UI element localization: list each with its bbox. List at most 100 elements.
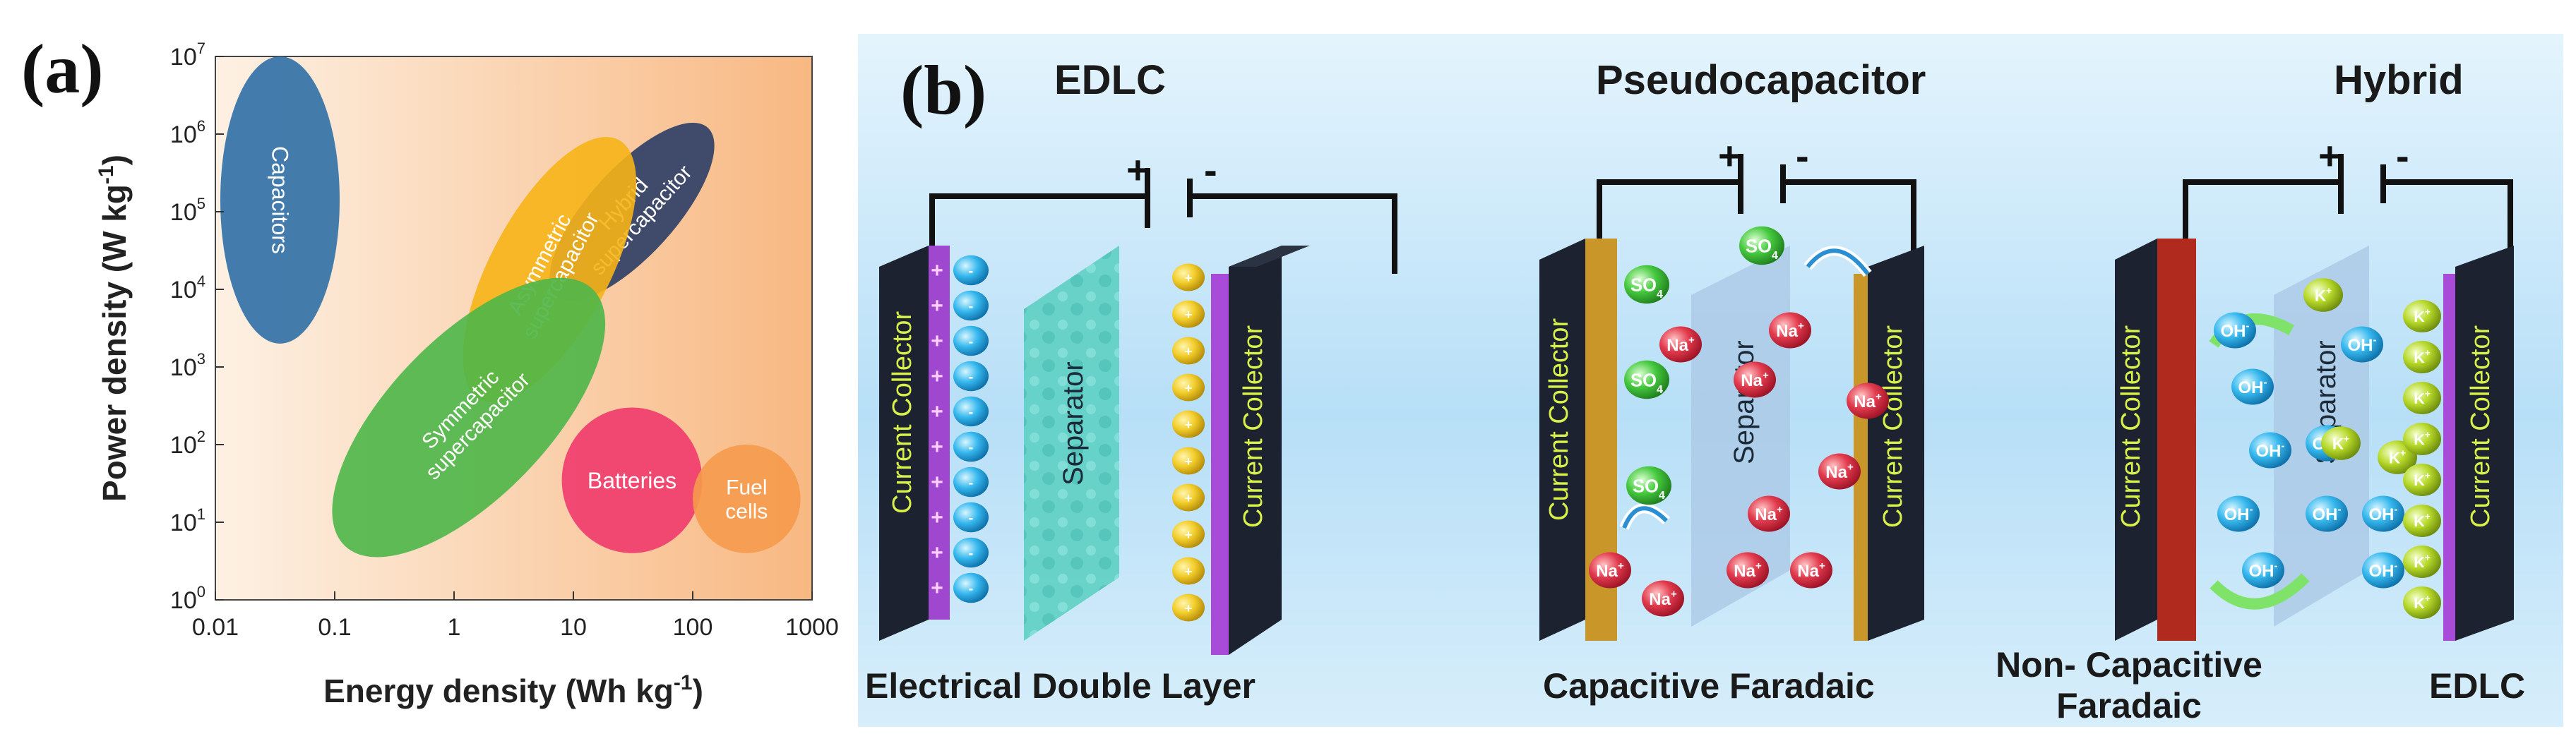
negative-ion: - <box>953 466 989 498</box>
y-tick-label: 104 <box>170 272 205 303</box>
negative-ion: - <box>953 361 989 392</box>
svg-text:SO4: SO4 <box>1633 477 1665 502</box>
pseudo-right-collector-label: Current Collector <box>1878 325 1908 528</box>
x-tick-label: 1000 <box>785 614 839 641</box>
potassium-ion: K+ <box>2403 546 2441 578</box>
svg-text:OH-: OH- <box>2369 504 2398 525</box>
electrode-plus-charge: + <box>931 259 943 282</box>
y-tick-label: 107 <box>170 40 205 71</box>
hydroxide-ion: OH- <box>2306 495 2348 532</box>
svg-text:OH-: OH- <box>2249 560 2278 582</box>
potassium-ion: K+ <box>2403 300 2441 332</box>
edlc-title: EDLC <box>1054 57 1166 103</box>
panel-a-letter: (a) <box>21 30 104 108</box>
svg-text:+: + <box>1185 344 1193 359</box>
svg-text:Na+: Na+ <box>1596 560 1624 582</box>
negative-ion: - <box>953 502 989 533</box>
x-tick-label: 0.1 <box>318 614 351 641</box>
region-label: Batteries <box>588 468 676 493</box>
svg-text:SO4: SO4 <box>1630 371 1663 397</box>
svg-text:K+: K+ <box>2414 307 2431 325</box>
region-3: Symmetricsupercapacitor <box>332 277 606 558</box>
pseudocapacitor-cell: + - Current Collector Separator Current … <box>1539 133 1924 641</box>
sulfate-ion: SO4 <box>1624 265 1669 304</box>
y-tick-label: 105 <box>170 195 205 226</box>
y-tick-label: 102 <box>170 428 205 459</box>
svg-text:K+: K+ <box>2414 430 2431 448</box>
potassium-ion: K+ <box>2403 382 2441 414</box>
svg-text:K+: K+ <box>2414 594 2431 612</box>
svg-text:SO4: SO4 <box>1630 276 1663 301</box>
negative-ion: - <box>953 572 989 603</box>
x-tick-label: 1 <box>448 614 461 641</box>
svg-text:+: + <box>1185 490 1193 505</box>
pseudo-right-collector <box>1868 246 1924 641</box>
sulfate-ion: SO4 <box>1739 226 1784 265</box>
svg-text:+: + <box>1185 417 1193 432</box>
positive-ion: + <box>1172 594 1205 622</box>
sodium-ion: Na+ <box>1748 495 1790 532</box>
hybrid-right-collector <box>2455 246 2514 641</box>
edlc-left-electrode <box>929 246 950 620</box>
x-tick-label: 100 <box>673 614 713 641</box>
edlc-caption: Electrical Double Layer <box>865 666 1256 706</box>
svg-text:Na+: Na+ <box>1666 335 1695 356</box>
panel-a: (a) CapacitorsHybridsupercapacitorAsymme… <box>0 0 847 749</box>
hybrid-caption-faradaic: Non- Capacitive Faradaic <box>1981 644 2277 726</box>
svg-text:OH-: OH- <box>2221 320 2250 342</box>
sodium-ion: Na+ <box>1734 361 1776 398</box>
potassium-ion: K+ <box>2403 464 2441 496</box>
svg-text:OH-: OH- <box>2238 377 2267 398</box>
edlc-cell: + - Current Collector -+-+-+-+-+-+-+-+-+… <box>879 147 1397 655</box>
electrode-plus-charge: + <box>931 506 943 529</box>
edlc-plus-sign: + <box>1126 147 1150 192</box>
sodium-ion: Na+ <box>1642 580 1684 617</box>
svg-text:K+: K+ <box>2332 433 2349 453</box>
region-ellipse <box>693 445 801 553</box>
svg-text:+: + <box>1185 380 1193 395</box>
energy-power-chart: CapacitorsHybridsupercapacitorAsymmetric… <box>95 40 839 709</box>
positive-ion: + <box>1172 557 1205 585</box>
svg-text:-: - <box>969 370 974 385</box>
sodium-ion: Na+ <box>1589 552 1631 589</box>
edlc-positive-ions: ++++++++++ <box>1172 263 1205 622</box>
svg-text:-: - <box>969 582 974 597</box>
negative-ion: - <box>953 290 989 321</box>
positive-ion: + <box>1172 300 1205 328</box>
y-tick-label: 100 <box>170 583 205 614</box>
hydroxide-ion: OH- <box>2231 368 2274 405</box>
sodium-ion: Na+ <box>1847 382 1889 419</box>
region-label: Capacitors <box>267 146 292 254</box>
region-4: Batteries <box>561 407 703 553</box>
hybrid-right-collector-label: Current Collector <box>2466 325 2496 528</box>
electrode-plus-charge: + <box>931 400 943 423</box>
pseudo-left-collector-label: Current Collector <box>1544 318 1574 521</box>
svg-text:OH-: OH- <box>2224 504 2253 525</box>
hybrid-caption-edlc: EDLC <box>2429 666 2526 706</box>
pseudocapacitor-title: Pseudocapacitor <box>1596 57 1926 103</box>
region-ellipse <box>332 277 606 558</box>
hydroxide-ion: OH- <box>2362 495 2404 532</box>
hydroxide-ion: OH- <box>2362 552 2404 589</box>
sodium-ion: Na+ <box>1769 312 1811 349</box>
hybrid-left-collector-label: Current Collector <box>2116 325 2146 528</box>
pseudo-minus-sign: - <box>1796 133 1809 178</box>
edlc-right-collector-label: Current Collector <box>1239 325 1268 528</box>
positive-ion: + <box>1172 410 1205 438</box>
svg-text:Na+: Na+ <box>1734 560 1762 582</box>
pseudo-left-collector <box>1539 239 1585 641</box>
hydroxide-ion: OH- <box>2341 326 2383 363</box>
panel-b: + - Current Collector -+-+-+-+-+-+-+-+-+… <box>858 34 2563 727</box>
supercapacitor-schematic: + - Current Collector -+-+-+-+-+-+-+-+-+… <box>858 34 2563 727</box>
electrode-plus-charge: + <box>931 294 943 318</box>
svg-text:K+: K+ <box>2414 471 2431 489</box>
svg-text:-: - <box>969 546 974 562</box>
potassium-ion: K+ <box>2403 423 2441 455</box>
negative-ion: - <box>953 396 989 427</box>
pseudo-wire <box>1597 179 1916 267</box>
electrode-plus-charge: + <box>931 541 943 565</box>
svg-text:Na+: Na+ <box>1854 391 1882 412</box>
positive-ion: + <box>1172 447 1205 475</box>
sulfate-ion: SO4 <box>1624 360 1669 399</box>
